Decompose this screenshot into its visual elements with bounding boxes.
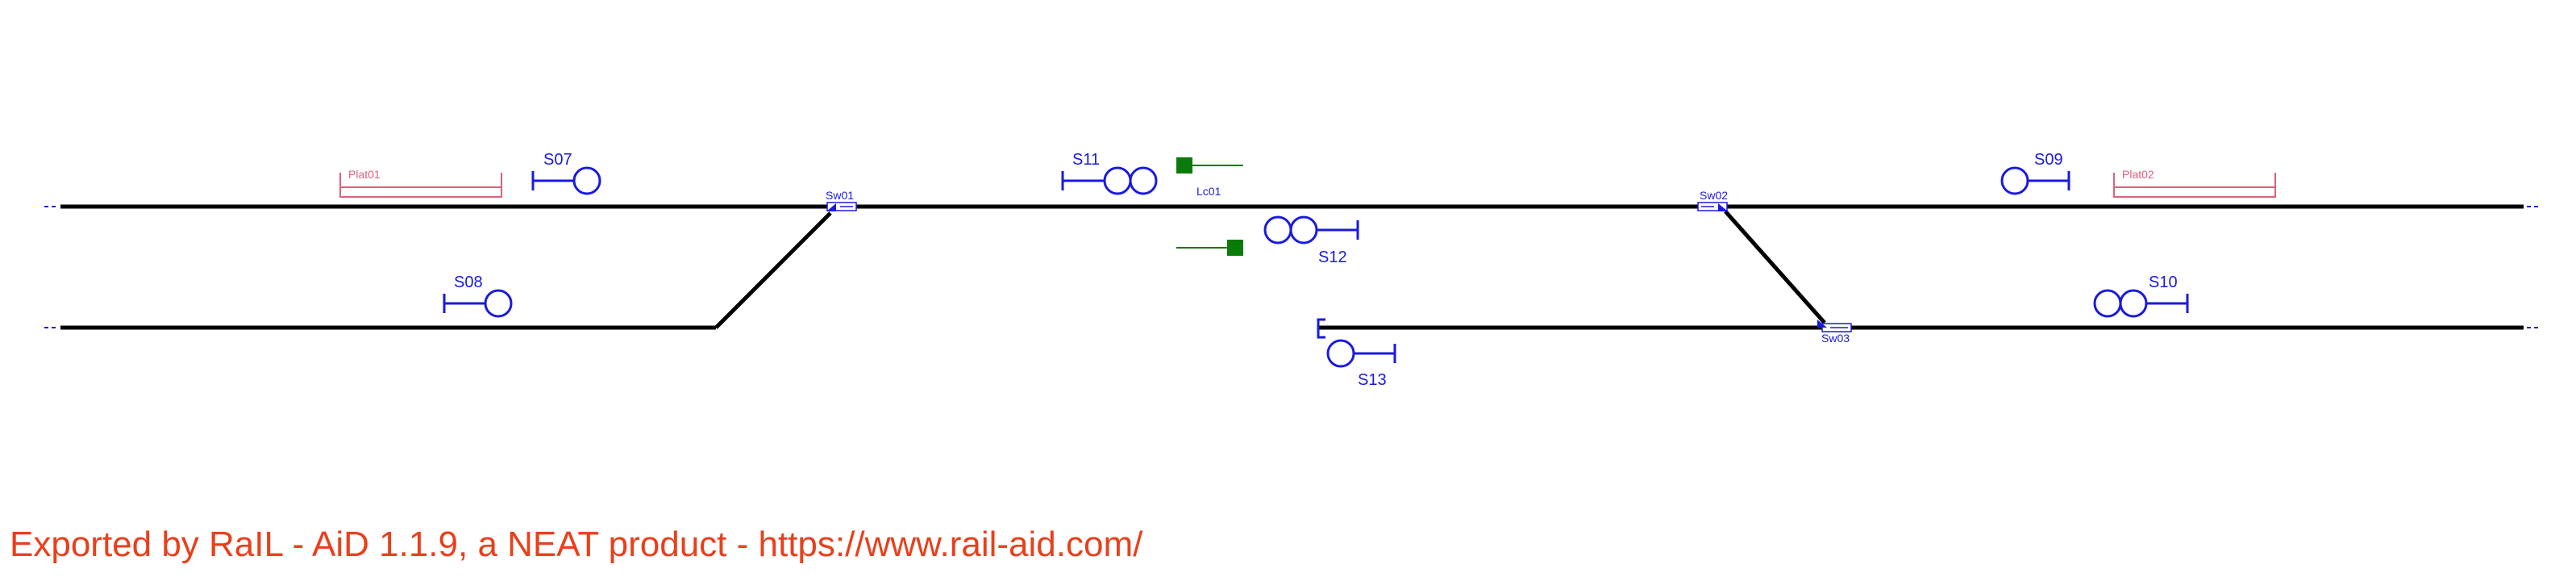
signal-s13[interactable] (1326, 339, 1396, 368)
buffer-stop (1317, 318, 1325, 339)
signal-label-s11: S11 (1072, 151, 1100, 169)
platform-label-plat02: Plat02 (2122, 168, 2154, 181)
signal-s08[interactable] (443, 289, 513, 318)
signal-s12[interactable] (1263, 215, 1359, 245)
signal-label-s08: S08 (454, 274, 483, 291)
switch-sw02[interactable] (1697, 202, 1728, 211)
switch-label-sw02: Sw02 (1700, 189, 1728, 202)
switch-sw01[interactable] (826, 202, 857, 211)
export-footer: Exported by RaIL - AiD 1.1.9, a NEAT pro… (10, 525, 1143, 564)
signal-s09[interactable] (2000, 166, 2070, 195)
platform-plat01 (339, 173, 502, 198)
crossover-sw01 (714, 211, 832, 329)
level-crossing-lc01[interactable] (1176, 157, 1243, 256)
track-end-markers (44, 206, 2540, 328)
track-network (60, 204, 2524, 330)
crossover-sw02-sw03 (1724, 210, 1826, 324)
switch-label-sw01: Sw01 (826, 189, 854, 202)
platform-label-plat01: Plat01 (348, 168, 381, 181)
level-crossing-label-lc01: Lc01 (1196, 185, 1221, 198)
signal-label-s09: S09 (2034, 151, 2063, 169)
platform-plat02 (2113, 173, 2276, 198)
signal-label-s07: S07 (543, 151, 572, 169)
signal-label-s10: S10 (2149, 274, 2178, 291)
signal-label-s12: S12 (1318, 249, 1347, 266)
signal-s10[interactable] (2093, 289, 2189, 318)
switch-sw03[interactable] (1817, 320, 1852, 332)
signal-s07[interactable] (531, 166, 601, 195)
switch-label-sw03: Sw03 (1821, 332, 1850, 345)
signal-label-s13: S13 (1358, 371, 1387, 389)
signal-s11[interactable] (1061, 166, 1158, 195)
